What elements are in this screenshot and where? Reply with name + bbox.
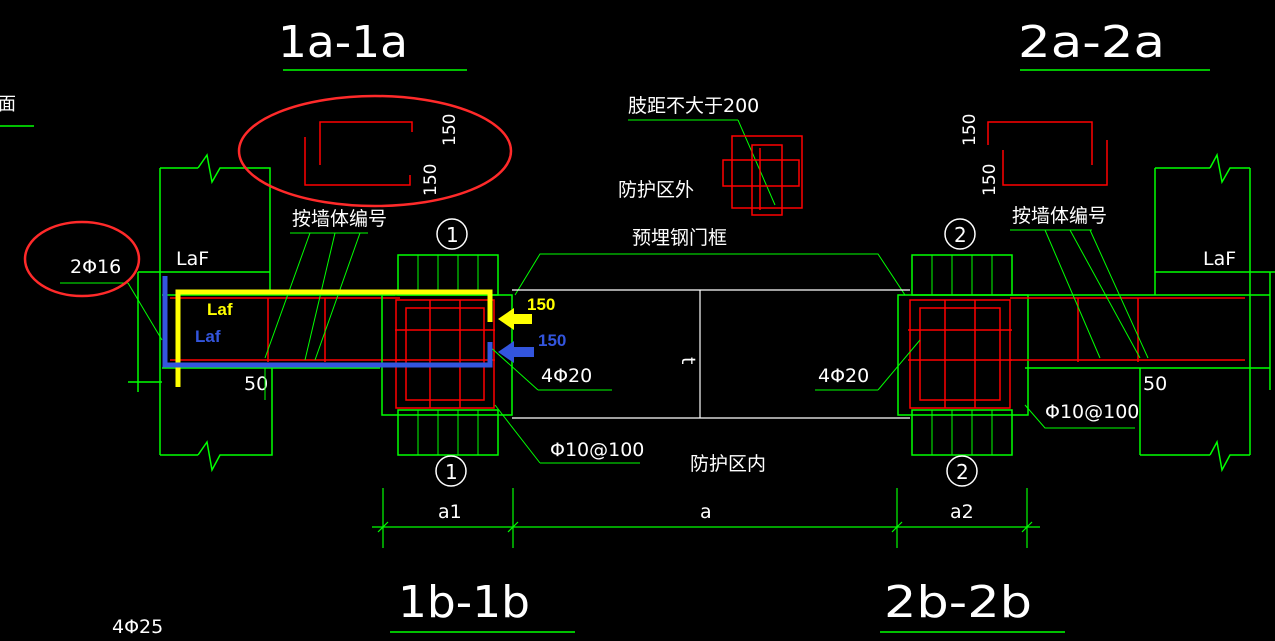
leader-wall-right-lines [1044,229,1149,359]
section-title-2b: 2b-2b [884,577,1032,628]
overlay-arrow-blue-value: 150 [538,331,566,350]
label-stirrup-right: Φ10@100 [1045,401,1139,423]
label-leg-spacing: 肢距不大于200 [628,95,759,117]
leader-stirrup-left-diag [494,404,541,464]
leader-stirrup-right [1024,404,1135,429]
right-column-outline [897,254,1029,456]
label-thickness: t [677,357,699,364]
section-title-1a: 1a-1a [278,17,408,68]
tie-detail [722,135,803,216]
right-column-marker-top: 2 [944,218,976,250]
highlight-ellipse-2phi16 [23,220,141,298]
label-stirrup-left: Φ10@100 [550,439,644,461]
left-column-marker-bottom: 1 [435,455,467,487]
section-title-1b: 1b-1b [398,577,530,628]
overlay-arrow-yellow-value: 150 [527,295,555,314]
label-laf-left: LaF [176,248,209,270]
stirrup-detail-1a [304,121,413,186]
marker-1-top: 1 [446,223,459,247]
dim-a: a [700,501,712,523]
label-4phi25: 4Φ25 [112,616,163,638]
yellow-laf-path [175,289,493,387]
right-wall-outline [1010,152,1275,473]
left-column-ties [417,255,479,455]
label-4phi20-left: 4Φ20 [541,365,592,387]
marker-2-top: 2 [954,223,967,247]
left-column-rebar [395,299,495,409]
left-column-marker-top: 1 [436,218,468,250]
overlay-laf-yellow: Laf [207,300,233,319]
leader-leg-spacing-diag [737,119,776,206]
left-column-outline [381,254,513,456]
dim-a2: a2 [950,501,974,523]
label-wall-number-right: 按墙体编号 [1012,205,1107,227]
highlight-ellipse-1a [237,94,513,208]
right-column-ties [931,255,993,455]
marker-1-bottom: 1 [445,460,458,484]
right-column-rebar [908,299,1012,409]
dim-150-a1: 150 [440,114,460,146]
overlay-laf-blue: Laf [195,327,221,346]
label-outside-zone: 防护区外 [618,179,694,201]
label-laf-right: LaF [1203,248,1236,270]
label-wall-number-left: 按墙体编号 [292,208,387,230]
left-wall-outline [128,153,395,473]
right-column-marker-bottom: 2 [946,455,978,487]
door-frame-outline [512,289,910,419]
right-wall-rebar [1010,297,1245,362]
blue-arrow [498,341,534,363]
label-dim-50-left: 50 [244,373,268,395]
marker-2-bottom: 2 [956,460,969,484]
left-wall-rebar [170,297,400,362]
dimension-line [372,488,1040,548]
label-door-frame: 预埋钢门框 [632,227,727,249]
dim-a1: a1 [438,501,462,523]
dim-150-b2: 150 [980,164,1000,196]
leader-wall-left-lines [264,232,361,361]
leader-4phi20-right-diag [877,339,921,391]
leader-4phi20-left-diag [487,344,539,391]
label-dim-50-right: 50 [1143,373,1167,395]
blue-laf-path [162,276,493,368]
label-inside-zone: 防护区内 [690,453,766,475]
stirrup-detail-2a [987,121,1108,186]
dim-150-a2: 150 [421,164,441,196]
section-title-2a: 2a-2a [1018,17,1165,68]
door-frame-leader [514,253,906,296]
dim-150-b1: 150 [960,114,980,146]
yellow-arrow [498,308,532,330]
label-4phi20-right: 4Φ20 [818,365,869,387]
leader-2phi16-diag [127,282,163,341]
partial-left-title: 面 [0,94,16,115]
label-2phi16: 2Φ16 [70,256,121,278]
